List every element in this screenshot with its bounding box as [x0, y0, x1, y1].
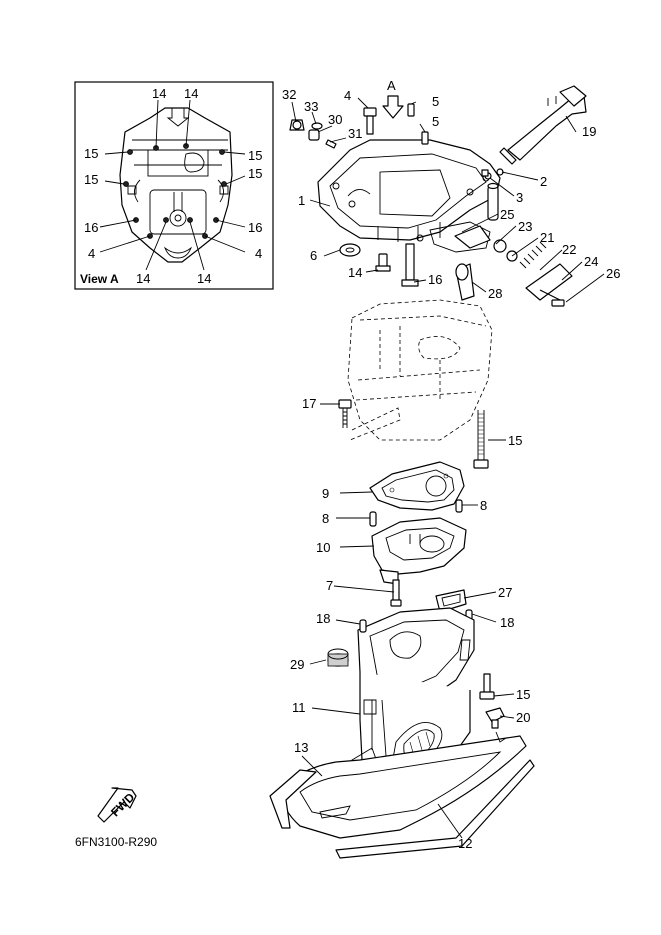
callout-18-right: 18	[500, 615, 514, 630]
view-a-callout-14-top-right: 14	[184, 86, 198, 101]
rubber-seal-part-27	[435, 589, 473, 621]
callout-6: 6	[310, 248, 317, 263]
bearing-part-29	[327, 648, 349, 667]
dowel-pins-part-18	[359, 619, 367, 633]
callout-31: 31	[348, 126, 362, 141]
water-pipe-part-19	[499, 85, 587, 165]
callout-18-left: 18	[316, 611, 330, 626]
callout-4: 4	[344, 88, 351, 103]
bolt-and-anode-parts	[479, 673, 505, 729]
housing-bolts	[338, 399, 489, 469]
callout-5-lower: 5	[432, 114, 439, 129]
callout-16: 16	[428, 272, 442, 287]
callout-11: 11	[292, 700, 306, 715]
callout-15-upper: 15	[508, 433, 522, 448]
callout-leader-lines	[291, 97, 605, 839]
callout-labels: 32 33 30 31 4 5 5 19 2 3 1 25 23 21 22 2…	[282, 87, 620, 851]
callout-22: 22	[562, 242, 576, 257]
callout-17: 17	[302, 396, 316, 411]
view-a-callout-15-upper-left: 15	[84, 146, 98, 161]
callout-5-upper: 5	[432, 94, 439, 109]
dowel-pins-part-8	[369, 499, 463, 527]
callout-28: 28	[488, 286, 502, 301]
callout-8-right: 8	[480, 498, 487, 513]
callout-26: 26	[606, 266, 620, 281]
view-a-callout-4-right: 4	[255, 246, 262, 261]
view-a-callout-16-left: 16	[84, 220, 98, 235]
top-fasteners	[289, 103, 504, 180]
view-a-callout-14-bottom-left: 14	[136, 271, 150, 286]
callout-27: 27	[498, 585, 512, 600]
callout-8-left: 8	[322, 511, 329, 526]
callout-12: 12	[458, 836, 472, 851]
callout-29: 29	[290, 657, 304, 672]
callout-14: 14	[348, 265, 362, 280]
shift-linkage-parts	[454, 225, 573, 307]
view-a-callout-4-left: 4	[88, 246, 95, 261]
callout-10: 10	[316, 540, 330, 555]
callout-23: 23	[518, 219, 532, 234]
view-a-callout-15-lower-right: 15	[248, 166, 262, 181]
callout-13: 13	[294, 740, 308, 755]
callout-7: 7	[326, 578, 333, 593]
bolt-part-7	[390, 579, 402, 607]
view-a-caption: View A	[80, 272, 119, 286]
view-a-bolt-markers	[123, 143, 227, 239]
callout-3: 3	[516, 190, 523, 205]
exhaust-guide-part-10	[371, 517, 467, 585]
callout-2: 2	[540, 174, 547, 189]
view-a-callout-15-upper-right: 15	[248, 148, 262, 163]
callout-21: 21	[540, 230, 554, 245]
callout-9: 9	[322, 486, 329, 501]
callout-24: 24	[584, 254, 598, 269]
view-a-inset: 14 14 15 15 15 15 16 16 4 4 14 14 View A	[74, 81, 274, 290]
svg-text:A: A	[387, 78, 396, 93]
callout-30: 30	[328, 112, 342, 127]
drawing-code: 6FN3100-R290	[75, 835, 157, 849]
callout-25: 25	[500, 207, 514, 222]
upper-casing-part-1	[317, 139, 501, 253]
gasket-part-9	[369, 461, 465, 511]
callout-20: 20	[516, 710, 530, 725]
anti-cavitation-plates	[269, 731, 535, 859]
view-a-callout-15-lower-left: 15	[84, 172, 98, 187]
forward-direction-arrow: FWD	[97, 787, 138, 823]
view-a-direction-arrow: A	[382, 78, 404, 119]
view-a-callout-14-bottom-right: 14	[197, 271, 211, 286]
view-a-callout-16-right: 16	[248, 220, 262, 235]
callout-15-lower: 15	[516, 687, 530, 702]
callout-19: 19	[582, 124, 596, 139]
callout-32: 32	[282, 87, 296, 102]
lower-casing-fasteners	[339, 243, 475, 301]
view-a-callout-14-top-left: 14	[152, 86, 166, 101]
callout-1: 1	[298, 193, 305, 208]
driveshaft-housing-phantom	[347, 299, 493, 441]
callout-33: 33	[304, 99, 318, 114]
